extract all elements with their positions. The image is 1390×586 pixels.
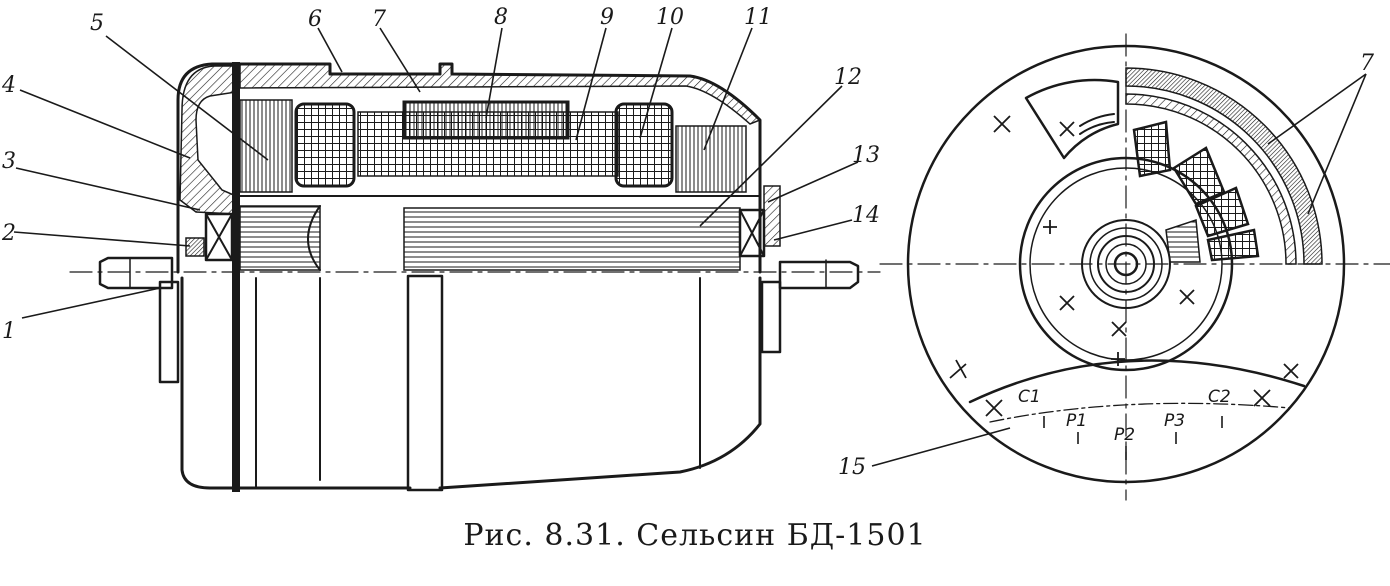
stator-slots bbox=[1132, 120, 1260, 263]
bearing-left bbox=[185, 212, 234, 262]
hub-ring-1 bbox=[1081, 219, 1171, 309]
screw-marks bbox=[949, 115, 1299, 417]
housing-wall-hatched bbox=[239, 63, 762, 125]
rotor-inner-circle bbox=[1029, 167, 1223, 361]
shaft-left-end bbox=[98, 256, 174, 290]
end-plate bbox=[232, 62, 240, 492]
terminal-plate-upper bbox=[1024, 78, 1120, 160]
cut-housing-ring bbox=[1125, 67, 1323, 265]
stator-core-right bbox=[675, 125, 747, 193]
callout-6: 6 bbox=[308, 7, 322, 32]
terminal-ticks bbox=[1043, 416, 1223, 460]
bearing-right bbox=[738, 185, 781, 258]
callout-1: 1 bbox=[2, 319, 16, 344]
shaft-bore bbox=[1113, 251, 1139, 277]
rotor-stack-12 bbox=[403, 207, 741, 271]
left-end-shield bbox=[179, 65, 237, 215]
end-view: C1 P1 P2 P3 C2 bbox=[879, 33, 1390, 501]
callout-9: 9 bbox=[600, 5, 614, 30]
callout-4: 4 bbox=[1, 73, 16, 98]
lower-clamp-ring bbox=[406, 274, 444, 492]
core-pack-8 bbox=[402, 100, 570, 140]
callout-12: 12 bbox=[834, 65, 862, 90]
rotor-outer-circle bbox=[1018, 156, 1234, 372]
terminal-label-p2: P2 bbox=[1114, 425, 1135, 445]
callout-labels: 1 2 3 4 5 6 7 8 9 10 11 12 13 14 15 7 bbox=[1, 5, 1374, 480]
stator-winding-left bbox=[294, 102, 356, 188]
callout-5: 5 bbox=[90, 11, 104, 36]
rotor-stack-left bbox=[239, 205, 321, 271]
terminal-label-c1: C1 bbox=[1018, 387, 1041, 407]
callout-15: 15 bbox=[838, 455, 866, 480]
stator-core-left bbox=[239, 99, 293, 193]
shaft-right-end bbox=[778, 260, 860, 290]
callout-2: 2 bbox=[1, 221, 16, 246]
hub-ring-2 bbox=[1089, 227, 1163, 301]
figure-caption: Рис. 8.31. Сельсин БД-1501 bbox=[463, 518, 927, 553]
callout-10: 10 bbox=[656, 5, 684, 30]
terminal-label-p3: P3 bbox=[1164, 411, 1185, 431]
terminal-strip-dashed bbox=[989, 402, 1291, 423]
terminal-strip bbox=[968, 359, 1306, 404]
end-view-outer-circle bbox=[906, 44, 1346, 484]
side-section-view bbox=[69, 62, 881, 492]
hub-ring-3 bbox=[1097, 235, 1155, 293]
lower-left-flange bbox=[158, 280, 180, 384]
terminal-label-p1: P1 bbox=[1066, 411, 1087, 431]
hub-ring-4 bbox=[1105, 243, 1147, 285]
callout-leaders bbox=[13, 27, 1367, 467]
callout-3: 3 bbox=[2, 149, 16, 174]
callout-7-end-view: 7 bbox=[1360, 51, 1374, 76]
terminal-slot-upper bbox=[1079, 113, 1115, 135]
stator-winding-right bbox=[614, 102, 674, 188]
callout-14: 14 bbox=[852, 203, 880, 228]
callout-7: 7 bbox=[372, 7, 386, 32]
rotor-neck bbox=[307, 205, 321, 271]
callout-8: 8 bbox=[494, 5, 508, 30]
callout-11: 11 bbox=[744, 5, 772, 30]
lower-right-flange bbox=[760, 280, 782, 354]
cut-inner-ring bbox=[1125, 93, 1297, 265]
callout-13: 13 bbox=[852, 143, 880, 168]
terminal-label-c2: C2 bbox=[1208, 387, 1231, 407]
housing-lower-exterior bbox=[180, 276, 762, 490]
